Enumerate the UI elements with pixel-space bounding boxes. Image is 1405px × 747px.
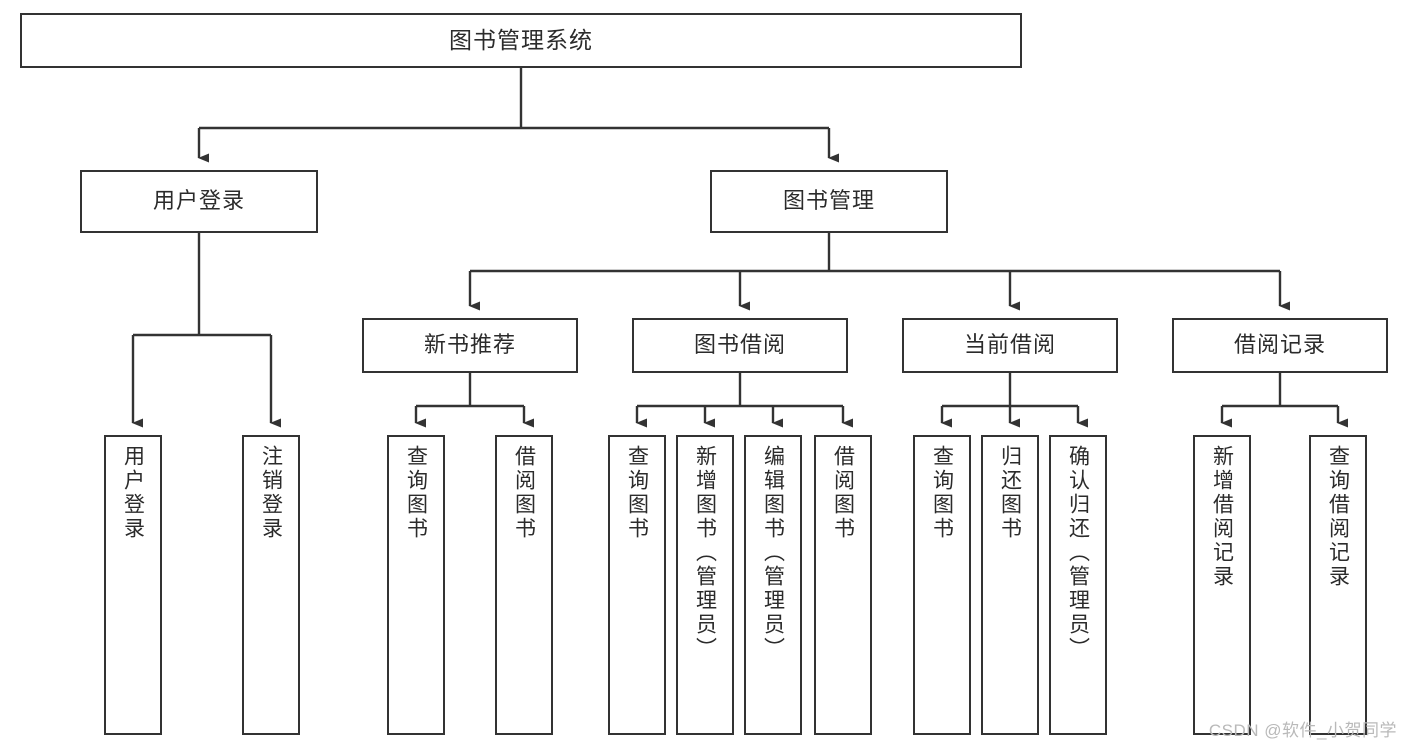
node-label: 用户登录: [152, 188, 245, 214]
node-label-vertical: 新增图书（管理员）: [693, 445, 717, 661]
leaf-current-confirm-return-admin[interactable]: 确认归还（管理员）: [1049, 435, 1107, 735]
node-label-vertical: 查询图书: [930, 445, 954, 541]
node-label-vertical: 新增借阅记录: [1210, 445, 1234, 589]
node-label: 图书管理系统: [449, 26, 593, 53]
node-borrowing-record[interactable]: 借阅记录: [1172, 318, 1388, 373]
leaf-current-return-book[interactable]: 归还图书: [981, 435, 1039, 735]
node-label-vertical: 查询借阅记录: [1326, 445, 1350, 589]
node-label: 图书管理: [782, 188, 875, 214]
node-label-vertical: 借阅图书: [512, 445, 536, 541]
node-label-vertical: 查询图书: [625, 445, 649, 541]
node-book-management[interactable]: 图书管理: [710, 170, 948, 233]
leaf-record-query-borrow-record[interactable]: 查询借阅记录: [1309, 435, 1367, 735]
leaf-user-login-logout[interactable]: 注销登录: [242, 435, 300, 735]
node-current-borrowing[interactable]: 当前借阅: [902, 318, 1118, 373]
leaf-borrow-edit-book-admin[interactable]: 编辑图书（管理员）: [744, 435, 802, 735]
node-user-login[interactable]: 用户登录: [80, 170, 318, 233]
leaf-borrow-add-book-admin[interactable]: 新增图书（管理员）: [676, 435, 734, 735]
leaf-new-book-query-book[interactable]: 查询图书: [387, 435, 445, 735]
node-label-vertical: 确认归还（管理员）: [1066, 445, 1090, 661]
node-label: 新书推荐: [423, 332, 516, 358]
node-root-book-management-system[interactable]: 图书管理系统: [20, 13, 1022, 68]
csdn-watermark: CSDN @软件_小贺同学: [1208, 721, 1397, 740]
leaf-borrow-borrow-book[interactable]: 借阅图书: [814, 435, 872, 735]
leaf-record-add-borrow-record[interactable]: 新增借阅记录: [1193, 435, 1251, 735]
leaf-new-book-borrow-book[interactable]: 借阅图书: [495, 435, 553, 735]
leaf-user-login-login[interactable]: 用户登录: [104, 435, 162, 735]
leaf-borrow-query-book[interactable]: 查询图书: [608, 435, 666, 735]
node-label-vertical: 用户登录: [121, 445, 145, 541]
node-book-borrowing[interactable]: 图书借阅: [632, 318, 848, 373]
node-label: 图书借阅: [693, 332, 786, 358]
node-label-vertical: 编辑图书（管理员）: [761, 445, 785, 661]
node-new-book-recommendation[interactable]: 新书推荐: [362, 318, 578, 373]
node-label-vertical: 归还图书: [998, 445, 1022, 541]
leaf-current-query-book[interactable]: 查询图书: [913, 435, 971, 735]
node-label: 当前借阅: [963, 332, 1056, 358]
node-label: 借阅记录: [1233, 332, 1326, 358]
node-label-vertical: 借阅图书: [831, 445, 855, 541]
node-label-vertical: 查询图书: [404, 445, 428, 541]
node-label-vertical: 注销登录: [259, 445, 283, 541]
